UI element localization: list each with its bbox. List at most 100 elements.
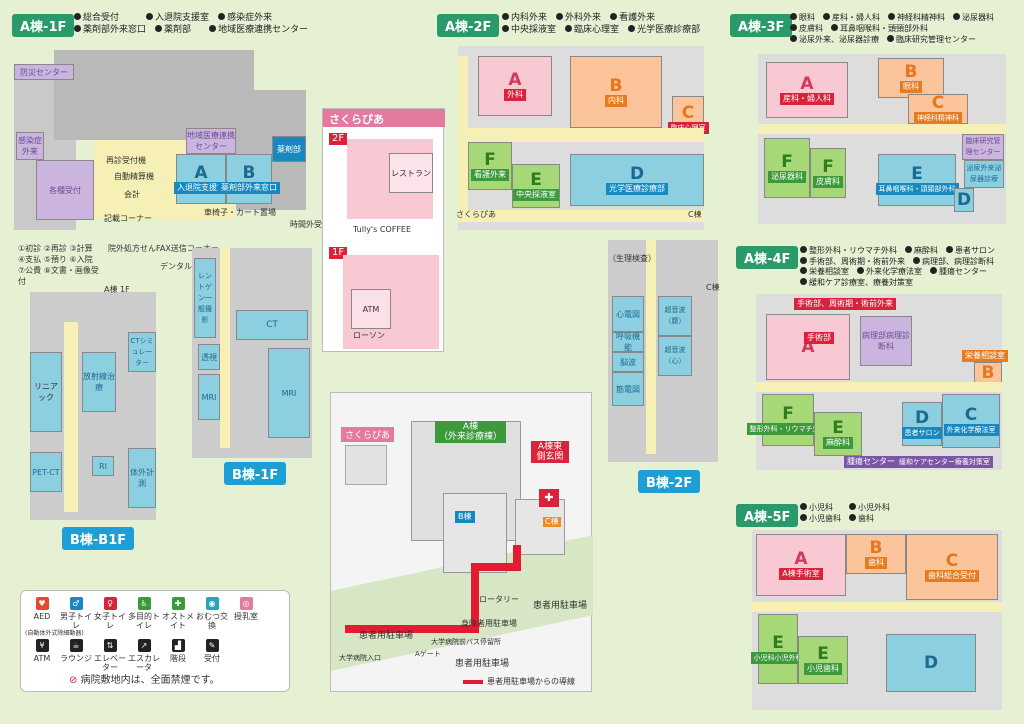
overview-bus: 大学病院前バス停留所: [431, 638, 501, 646]
a1-label-gokei: 会計: [124, 190, 140, 199]
b2-c-link[interactable]: C棟: [706, 283, 720, 292]
a3-kenkyu: 臨床研究管理センター: [962, 134, 1004, 160]
bb1-petct: PET-CT: [30, 452, 62, 492]
b1-toushi: 透視: [198, 344, 220, 370]
a4-kanwa: 緩和ケアセンター療養対策室: [896, 456, 993, 468]
no-smoking-notice: ⊘ 病院敷地内は、全面禁煙です。: [69, 675, 220, 686]
a1-kansen: 感染症外来: [16, 132, 44, 160]
b2-cho-fu: 超音波（腹）: [658, 296, 692, 336]
legend-diaper: ◉おむつ交換: [196, 597, 228, 630]
bb1-houshasen: 放射線治療: [82, 352, 116, 412]
overview-b: B棟: [455, 511, 475, 523]
a1-legend: 総合受付 入退院支援室 感染症外来 薬剤部外来窓口 薬剤部 地域医療連携センター: [74, 12, 308, 36]
a1-counters: ①初診 ②再診 ③計算 ④支払 ⑤預り ⑥入院 ⑦公費 ⑧文書・画像受付: [18, 244, 99, 286]
b1-floor-plan: レントゲン一般撮影 CT 透視 MRI MRI: [192, 248, 312, 458]
a4-room-a: A: [766, 314, 850, 380]
sakura-restaurant: レストラン: [389, 153, 433, 193]
a2-c-link[interactable]: C棟: [688, 210, 702, 219]
legend-aed: ♥AED: [33, 597, 51, 621]
a1-yakuzai: 薬剤部: [272, 136, 306, 162]
a1-label-jidou: 自動精算機: [114, 172, 154, 181]
overview-a-label: A棟（外来診療棟）: [435, 421, 507, 443]
a1-chiiki: 地域医療連携センター: [186, 128, 236, 154]
overview-parking-1: 患者用駐車場: [533, 601, 588, 611]
sakura-2f-tag: 2F: [329, 133, 348, 145]
a3-hinyo: 泌尿外来泌尿器診療: [964, 160, 1004, 188]
a4-byouri: 病理部病理診断科: [860, 316, 912, 366]
sakura-1f-tag: 1F: [329, 247, 348, 259]
b2-kokyu: 呼吸機能: [612, 332, 644, 352]
overview-sakura: さくらぴあ: [341, 427, 395, 442]
overview-parking-4: 患者用駐車場: [455, 659, 510, 669]
a2-legend: 内科外来 外科外来 看護外来 中央採液室 臨床心理室 光学医療診療部: [502, 12, 700, 36]
no-smoking-icon: ⊘: [69, 675, 78, 686]
a4-shujutsu: 手術部、周術期・術前外来: [794, 298, 896, 310]
sakura-plan: さくらぴあ 2F レストラン Tully's COFFEE 1F ATM ローソ…: [322, 108, 445, 352]
b2-nouha: 脳波: [612, 352, 644, 372]
legend-escalator: ↗エスカレータ: [128, 639, 160, 672]
legend-box: ♥AED ♂男子トイレ ♀女子トイレ ♿多目的トイレ ✚オストメイト ◉おむつ交…: [20, 590, 290, 692]
legend-aed-note: (自動体外式除細動器): [25, 630, 84, 637]
b1-rentogen: レントゲン一般撮影: [194, 258, 216, 338]
bb1-ri: RI: [92, 456, 114, 476]
a5-legend: 小児科 小児外科 小児歯科 歯科: [800, 502, 890, 524]
b1-mri1: MRI: [198, 374, 220, 420]
a4-room-b: B: [974, 362, 1002, 384]
legend-ostomate: ✚オストメイト: [162, 597, 194, 630]
bb1-a-link[interactable]: A棟 1F: [104, 285, 130, 294]
b2-seiri: （生理検査）: [608, 254, 656, 263]
a4-legend: 整形外科・リウマチ外科 麻酔科 患者サロン 手術部、周術期・術前外来 病理部、病…: [800, 246, 995, 288]
legend-nursing: ◎授乳室: [234, 597, 258, 621]
a2-sakura-link[interactable]: さくらぴあ: [456, 210, 496, 219]
b1-mri2: MRI: [268, 348, 310, 438]
overview-gate: Aゲート: [415, 650, 441, 658]
legend-women: ♀女子トイレ: [94, 597, 126, 630]
overview-east: A棟東側玄関: [531, 441, 569, 463]
overview-parking-2: 患者用駐車場: [359, 631, 414, 641]
a4-floor-tag: A棟-4F: [736, 246, 799, 269]
a4-eiyou: 栄養相談室: [962, 350, 1008, 362]
b2-floor-plan: （生理検査） 心電図 呼吸機能 脳波 筋電図 超音波（腹） 超音波（心）: [608, 240, 718, 462]
b1-ct: CT: [236, 310, 308, 340]
bb1-linac: リニアック: [30, 352, 62, 432]
a3-floor-tag: A棟-3F: [730, 14, 793, 37]
b1-floor-tag: B棟-1F: [224, 462, 287, 485]
a3-legend: 眼科 産科・婦人科 神経科精神科 泌尿器科 皮膚科 耳鼻咽喉科・頭頸部外科 泌尿…: [790, 12, 994, 45]
legend-reception: ✎受付: [204, 639, 220, 663]
bb1-ct-sim: CTシミュレーター: [128, 332, 156, 372]
legend-men: ♂男子トイレ: [60, 597, 92, 630]
sakura-tullys: Tully's COFFEE: [353, 225, 412, 234]
b2-shindenzu: 心電図: [612, 296, 644, 332]
a1-bousai: 防災センター: [14, 64, 74, 80]
a1-label-car: 車椅子・カート置場: [204, 208, 276, 217]
b2-floor-tag: B棟-2F: [638, 470, 701, 493]
a2-floor-tag: A棟-2F: [437, 14, 500, 37]
a4-shujutsubu: 手術部: [804, 332, 834, 344]
overview-c: C棟: [543, 517, 561, 527]
